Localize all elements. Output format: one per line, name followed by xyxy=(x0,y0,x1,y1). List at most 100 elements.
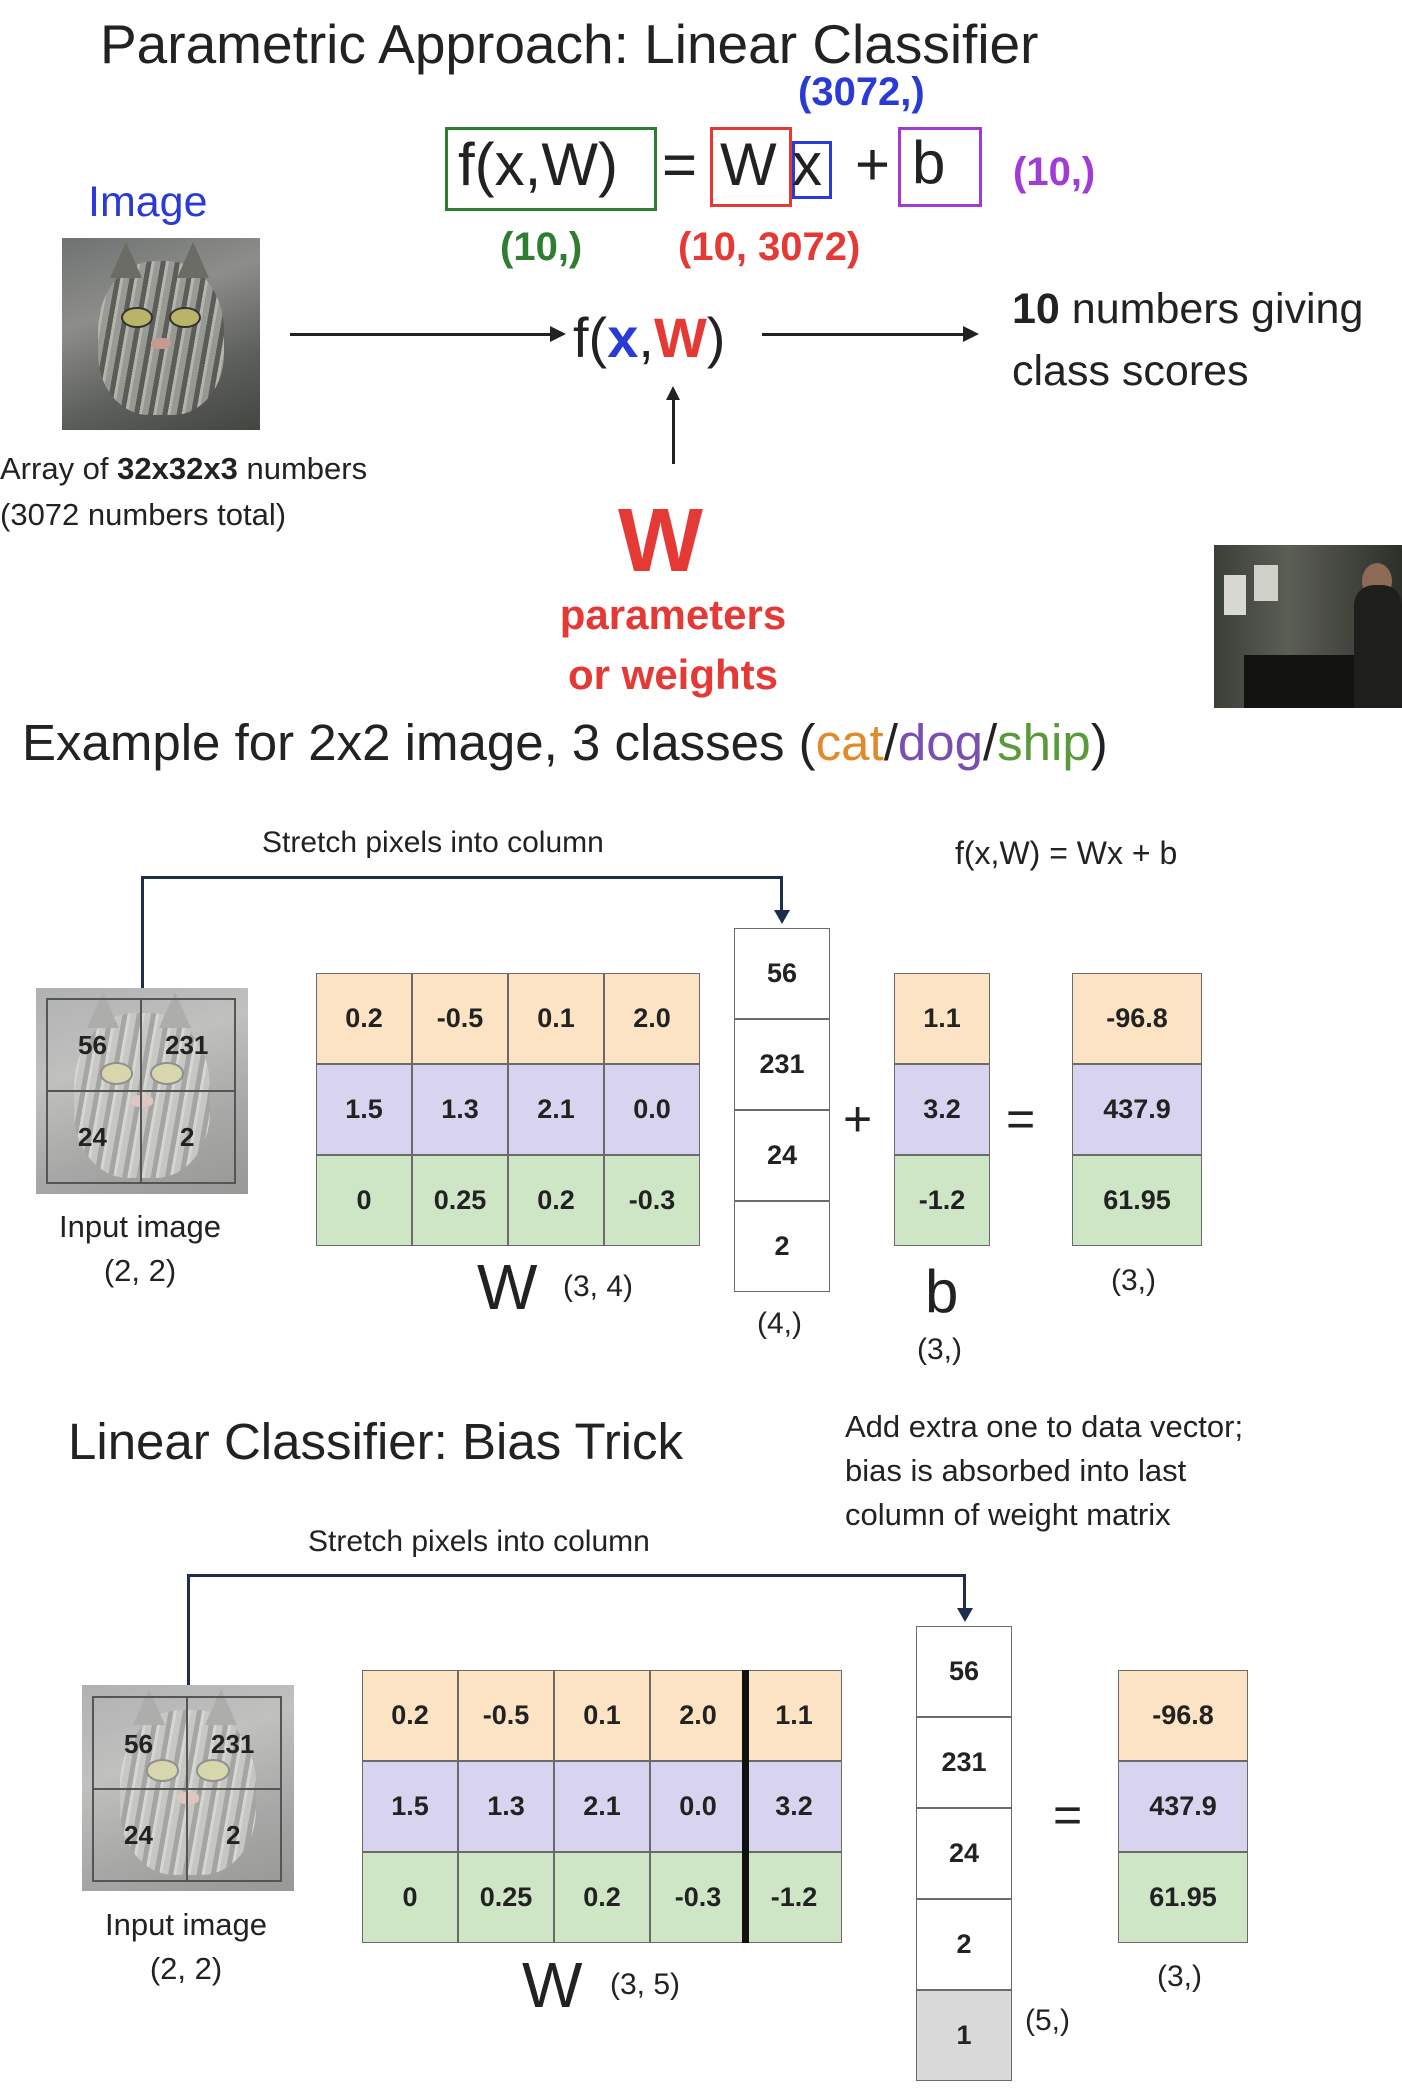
matrix-cell: 0.0 xyxy=(604,1064,700,1155)
matrix-cell: 1.3 xyxy=(412,1064,508,1155)
stretch-label: Stretch pixels into column xyxy=(262,826,604,859)
pixel-value: 231 xyxy=(165,1030,209,1060)
equation-f: f(x,W) xyxy=(458,131,618,198)
vector-cell: 3.2 xyxy=(894,1064,990,1155)
vector-cell: -96.8 xyxy=(1118,1670,1248,1761)
matrix-cell: 2.1 xyxy=(508,1064,604,1155)
weights-W: W xyxy=(618,491,703,591)
output-description: 10 numbers giving class scores xyxy=(1012,285,1364,395)
formula-label: f(x,W) = Wx + b xyxy=(955,835,1178,871)
vector-cell: -96.8 xyxy=(1072,973,1202,1064)
pixel-grid xyxy=(186,1696,188,1882)
W-label: W xyxy=(522,1949,583,2021)
pixel-value: 24 xyxy=(124,1820,153,1850)
arrowhead-down-icon xyxy=(957,1608,973,1622)
pixel-value: 2 xyxy=(226,1820,241,1850)
arrowhead-right-icon xyxy=(963,326,979,342)
matrix-cell: 0 xyxy=(362,1852,458,1943)
stretch-connector-down xyxy=(780,876,783,912)
plus-sign: + xyxy=(843,1091,873,1147)
matrix-cell: 0.25 xyxy=(458,1852,554,1943)
slide-title: Parametric Approach: Linear Classifier xyxy=(100,13,1039,75)
pixel-grid xyxy=(234,998,236,1184)
vector-cell: 56 xyxy=(734,928,830,1019)
fxw-node: f(x,W) xyxy=(573,306,726,369)
vector-cell: 24 xyxy=(734,1110,830,1201)
vector-cell: -1.2 xyxy=(894,1155,990,1246)
stretch-connector-horizontal xyxy=(141,876,783,879)
equation-b: b xyxy=(912,129,946,196)
matrix-cell: 1.5 xyxy=(316,1064,412,1155)
b-box xyxy=(898,127,982,207)
matrix-cell: 0 xyxy=(316,1155,412,1246)
vector-cell: 437.9 xyxy=(1118,1761,1248,1852)
b-shape: (3,) xyxy=(917,1333,962,1366)
stretch-connector-vertical xyxy=(141,876,144,988)
matrix-cell: 0.25 xyxy=(412,1155,508,1246)
fxw-box xyxy=(445,127,657,211)
shape-b: (10,) xyxy=(1013,150,1096,194)
stretch-connector-horizontal xyxy=(187,1574,966,1577)
pixel-grid xyxy=(92,1696,94,1882)
image-label: Image xyxy=(88,178,208,226)
W-label: W xyxy=(477,1251,538,1323)
matrix-cell: 0.1 xyxy=(508,973,604,1064)
arrow-image-to-f xyxy=(290,333,552,336)
vector-cell: 24 xyxy=(916,1808,1012,1899)
shape-f: (10,) xyxy=(500,225,583,269)
arrow-f-to-output xyxy=(762,333,967,336)
output-shape: (3,) xyxy=(1111,1264,1156,1297)
arrowhead-down-icon xyxy=(774,910,790,924)
x-shape: (5,) xyxy=(1025,2004,1070,2037)
bias-column-divider xyxy=(742,1670,749,1943)
pixel-value: 24 xyxy=(78,1122,107,1152)
arrow-W-to-f xyxy=(672,398,675,464)
W-shape: (3, 4) xyxy=(563,1270,634,1303)
shape-W: (10, 3072) xyxy=(678,225,861,269)
pixel-grid xyxy=(280,1696,282,1882)
vector-cell: 1.1 xyxy=(894,973,990,1064)
matrix-cell: 2.0 xyxy=(604,973,700,1064)
input-image-label: Input image(2, 2) xyxy=(105,1907,267,1986)
pixel-value: 56 xyxy=(78,1030,107,1060)
b-label: b xyxy=(925,1258,959,1325)
vector-cell: 1 xyxy=(916,1990,1012,2081)
cat-image xyxy=(62,238,260,430)
matrix-cell: 2.0 xyxy=(650,1670,746,1761)
matrix-cell: -0.5 xyxy=(412,973,508,1064)
vector-cell: 61.95 xyxy=(1072,1155,1202,1246)
matrix-cell: 1.3 xyxy=(458,1761,554,1852)
example-heading: Example for 2x2 image, 3 classes (cat/do… xyxy=(22,714,1108,771)
matrix-cell: 1.5 xyxy=(362,1761,458,1852)
equation-W: W xyxy=(720,131,777,198)
pixel-value: 56 xyxy=(124,1729,153,1759)
vector-cell: 2 xyxy=(916,1899,1012,1990)
input-image-label: Input image(2, 2) xyxy=(59,1209,221,1288)
matrix-cell: 0.0 xyxy=(650,1761,746,1852)
stretch-connector-vertical xyxy=(187,1574,190,1686)
stretch-connector-down xyxy=(963,1574,966,1610)
equals-sign: = xyxy=(1006,1091,1036,1147)
matrix-cell: -0.3 xyxy=(650,1852,746,1943)
matrix-cell: 2.1 xyxy=(554,1761,650,1852)
presenter-video xyxy=(1214,545,1402,708)
pixel-value: 2 xyxy=(180,1122,195,1152)
x-shape: (4,) xyxy=(757,1307,802,1340)
output-shape: (3,) xyxy=(1157,1960,1202,1993)
vector-cell: 2 xyxy=(734,1201,830,1292)
matrix-cell: 0.1 xyxy=(554,1670,650,1761)
x-box xyxy=(792,141,832,199)
bias-trick-note: Add extra one to data vector;bias is abs… xyxy=(845,1409,1244,1532)
matrix-cell: 3.2 xyxy=(746,1761,842,1852)
vector-cell: 61.95 xyxy=(1118,1852,1248,1943)
pixel-grid xyxy=(140,998,142,1184)
array-description: Array of 32x32x3 numbers (3072 numbers t… xyxy=(0,451,368,532)
stretch-label: Stretch pixels into column xyxy=(308,1525,650,1558)
arrowhead-up-icon xyxy=(666,386,680,400)
shape-x: (3072,) xyxy=(798,70,925,114)
matrix-cell: -0.5 xyxy=(458,1670,554,1761)
vector-cell: 231 xyxy=(916,1717,1012,1808)
matrix-cell: 0.2 xyxy=(316,973,412,1064)
equals-sign: = xyxy=(1053,1787,1083,1843)
